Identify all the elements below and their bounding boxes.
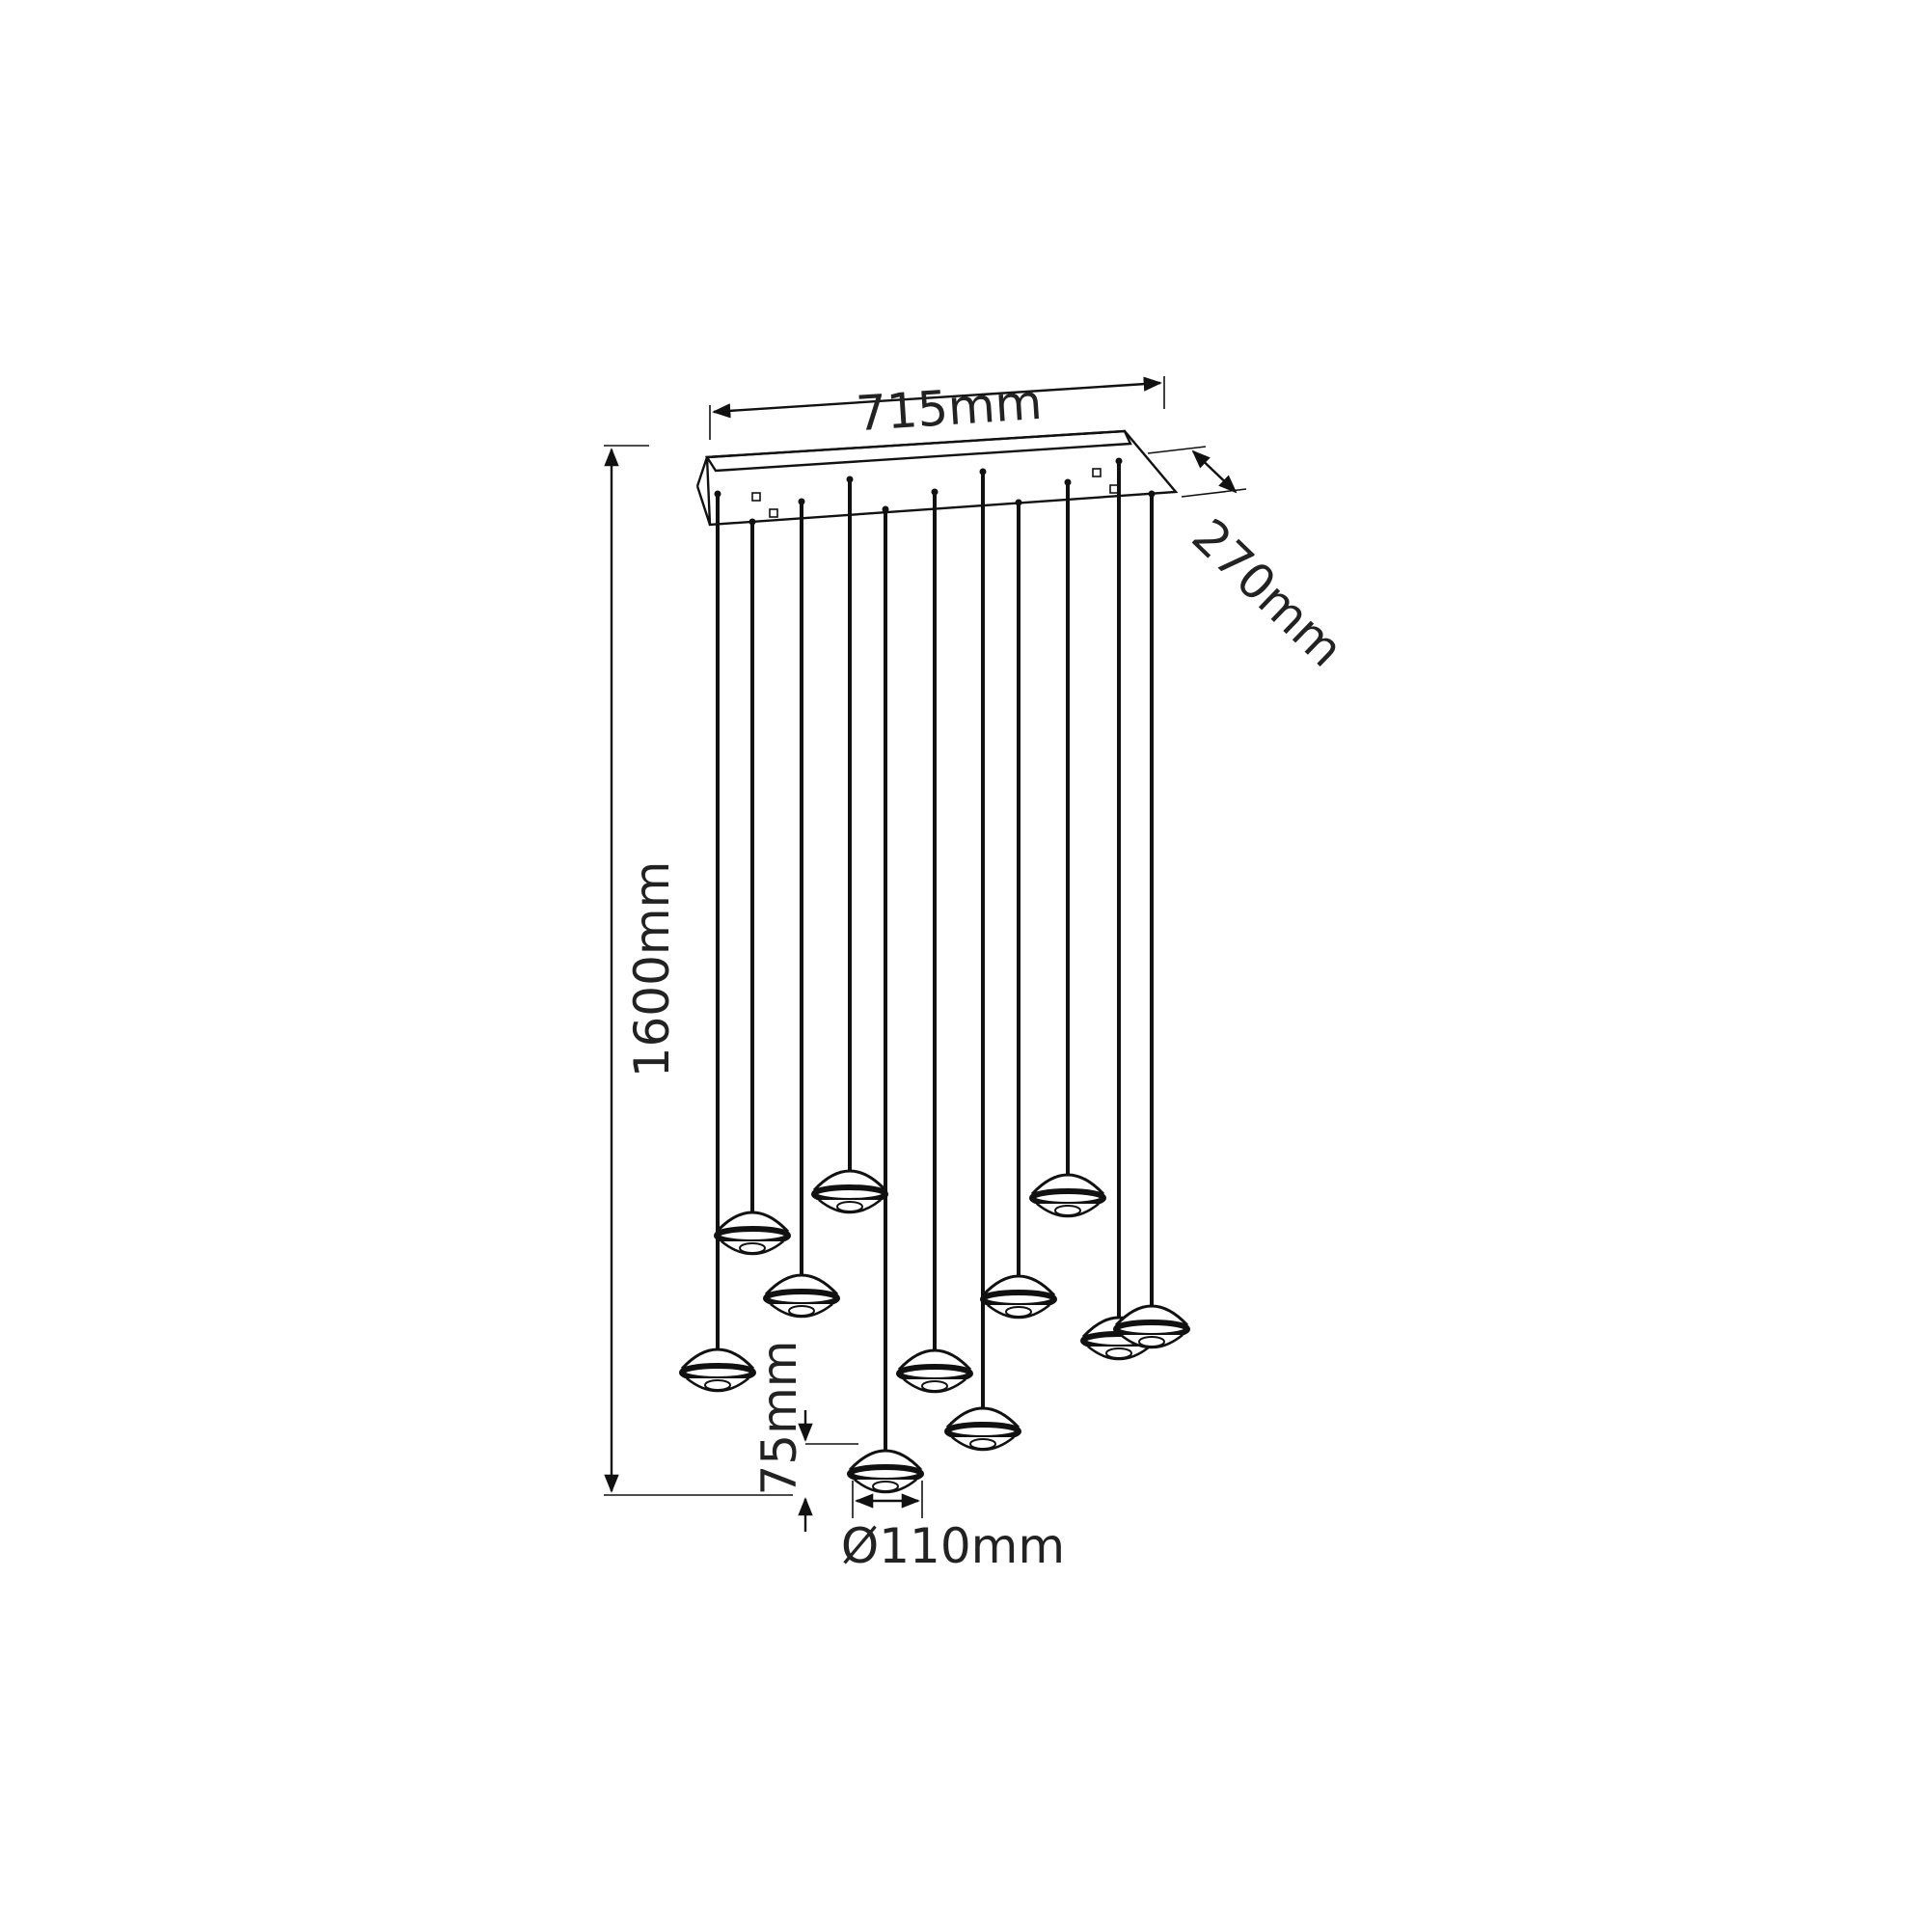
pendant-9 (1029, 478, 1106, 1218)
shade-height-dimension: 75mm (751, 1340, 858, 1532)
pendant-6 (896, 488, 973, 1394)
height-dimension: 1600mm (604, 445, 793, 1496)
pendant-shade-icon (847, 1449, 924, 1494)
pendant-5 (847, 505, 924, 1494)
pendant-2 (714, 518, 791, 1256)
pendant-shade-icon (763, 1273, 840, 1319)
canopy-screw-icon (1109, 484, 1119, 494)
pendant-shade-icon (811, 1169, 888, 1214)
canopy-screw-icon (769, 508, 778, 518)
pendant-shade-icon (980, 1274, 1057, 1320)
pendant-8 (980, 499, 1057, 1320)
pendant-shade-icon (944, 1406, 1021, 1452)
shade-height-label: 75mm (751, 1340, 807, 1495)
depth-label: 270mm (1182, 508, 1354, 678)
canopy-screw-icon (751, 492, 761, 502)
depth-dimension: 270mm (1147, 446, 1354, 678)
shade-diameter-label: Ø110mm (841, 1518, 1065, 1574)
pendant-shade-icon (1113, 1304, 1190, 1349)
pendant-group (679, 457, 1190, 1494)
pendant-11 (1113, 490, 1190, 1349)
ceiling-canopy (695, 429, 1179, 527)
pendant-3 (763, 498, 840, 1319)
pendant-shade-icon (1029, 1173, 1106, 1218)
pendant-7 (944, 468, 1021, 1452)
pendant-shade-icon (714, 1211, 791, 1256)
width-dimension: 715mm (709, 374, 1165, 442)
shade-diameter-dimension: Ø110mm (841, 1481, 1065, 1574)
pendant-1 (679, 490, 756, 1393)
width-label: 715mm (855, 374, 1044, 442)
pendant-shade-icon (896, 1348, 973, 1394)
canopy-screw-icon (1092, 468, 1102, 477)
pendant-shade-icon (679, 1347, 756, 1393)
pendant-10 (1080, 457, 1157, 1361)
height-label: 1600mm (624, 861, 680, 1078)
pendant-4 (811, 476, 888, 1214)
